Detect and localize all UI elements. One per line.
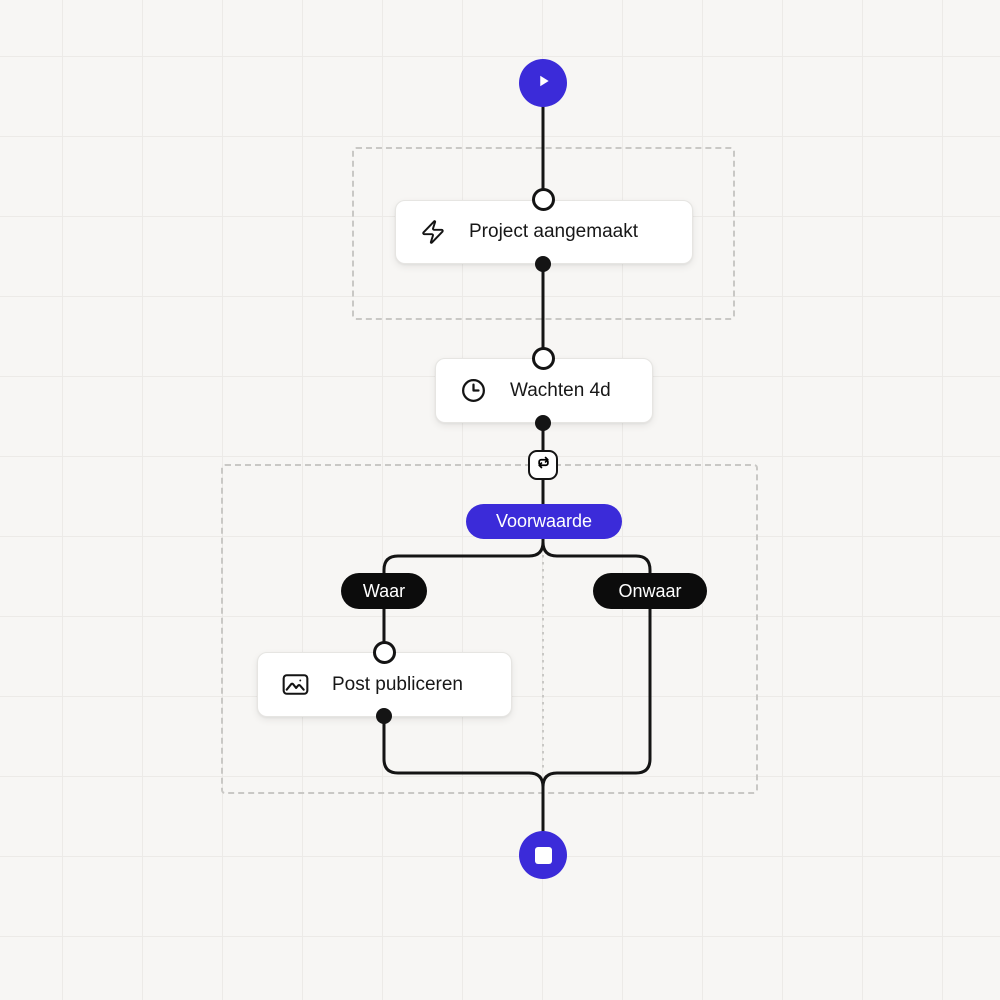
publish-input-port[interactable] (373, 641, 396, 664)
node-trigger-label: Project aangemaakt (469, 221, 638, 242)
publish-output-port[interactable] (376, 708, 392, 724)
play-icon (532, 70, 554, 97)
edge-publish-to-merge (382, 716, 545, 789)
trigger-input-port[interactable] (532, 188, 555, 211)
edge-false-to-merge (541, 608, 652, 789)
branch-false-pill[interactable]: Onwaar (593, 573, 707, 609)
wait-input-port[interactable] (532, 347, 555, 370)
end-node[interactable] (519, 831, 567, 879)
branch-true-pill[interactable]: Waar (341, 573, 427, 609)
start-node[interactable] (519, 59, 567, 107)
condition-group-outline (221, 464, 758, 794)
node-wait-label: Wachten 4d (510, 379, 611, 401)
branch-true-label: Waar (362, 580, 406, 601)
condition-pill[interactable]: Voorwaarde (466, 504, 622, 539)
condition-node-badge[interactable] (528, 450, 558, 480)
node-publish-label: Post publiceren (332, 673, 463, 695)
edge-condition-to-true (382, 538, 545, 574)
image-icon (282, 673, 309, 696)
edge-condition-to-false (541, 538, 652, 574)
trigger-output-port[interactable] (535, 256, 551, 272)
clock-icon (460, 377, 487, 404)
branch-false-label: Onwaar (618, 580, 682, 601)
condition-pill-label: Voorwaarde (495, 511, 593, 531)
zap-icon (420, 219, 446, 245)
stop-icon (534, 846, 552, 864)
wait-output-port[interactable] (535, 415, 551, 431)
node-trigger[interactable]: Project aangemaakt (395, 200, 693, 264)
swap-icon (534, 453, 553, 477)
